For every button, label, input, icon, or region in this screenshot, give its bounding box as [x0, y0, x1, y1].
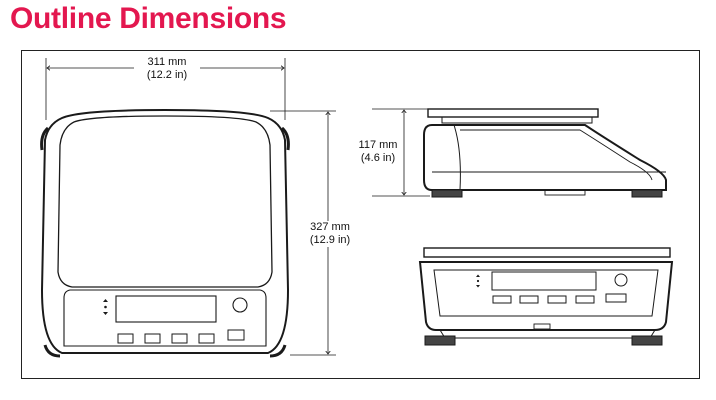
front-pan [423, 247, 671, 258]
key-button [605, 293, 627, 303]
lcd-display [115, 295, 217, 323]
height-imperial: (4.6 in) [360, 152, 396, 164]
weighing-pan [57, 115, 273, 288]
key-button [198, 333, 215, 344]
power-button-icon [232, 297, 248, 313]
front-lcd-display [491, 271, 597, 291]
page-title: Outline Dimensions [10, 2, 287, 35]
depth-imperial: (12.9 in) [309, 234, 351, 246]
side-foot [631, 189, 663, 198]
side-view [372, 108, 667, 198]
key-button [575, 295, 595, 304]
key-button [227, 329, 245, 341]
diagram-frame [21, 50, 700, 379]
height-metric: 117 mm [358, 139, 398, 151]
front-foot [424, 335, 456, 346]
power-button-icon [614, 273, 628, 287]
width-label: 311 mm (12.2 in) [134, 56, 200, 82]
width-metric: 311 mm [147, 56, 187, 68]
key-button [492, 295, 512, 304]
front-view [418, 247, 674, 346]
side-foot [431, 189, 463, 198]
side-pan [427, 108, 599, 118]
front-foot [631, 335, 663, 346]
depth-label: 327 mm (12.9 in) [306, 221, 354, 247]
scale-body-outline [40, 108, 290, 354]
height-label: 117 mm (4.6 in) [354, 139, 402, 165]
key-button [547, 295, 567, 304]
top-view [40, 58, 336, 358]
up-down-arrows-icon [103, 299, 108, 315]
side-body [423, 124, 667, 191]
key-button [171, 333, 188, 344]
depth-metric: 327 mm [310, 221, 350, 233]
control-panel [63, 289, 267, 347]
key-button [117, 333, 134, 344]
key-button [144, 333, 161, 344]
up-down-arrows-icon [476, 274, 480, 288]
width-imperial: (12.2 in) [146, 69, 188, 81]
key-button [519, 295, 539, 304]
